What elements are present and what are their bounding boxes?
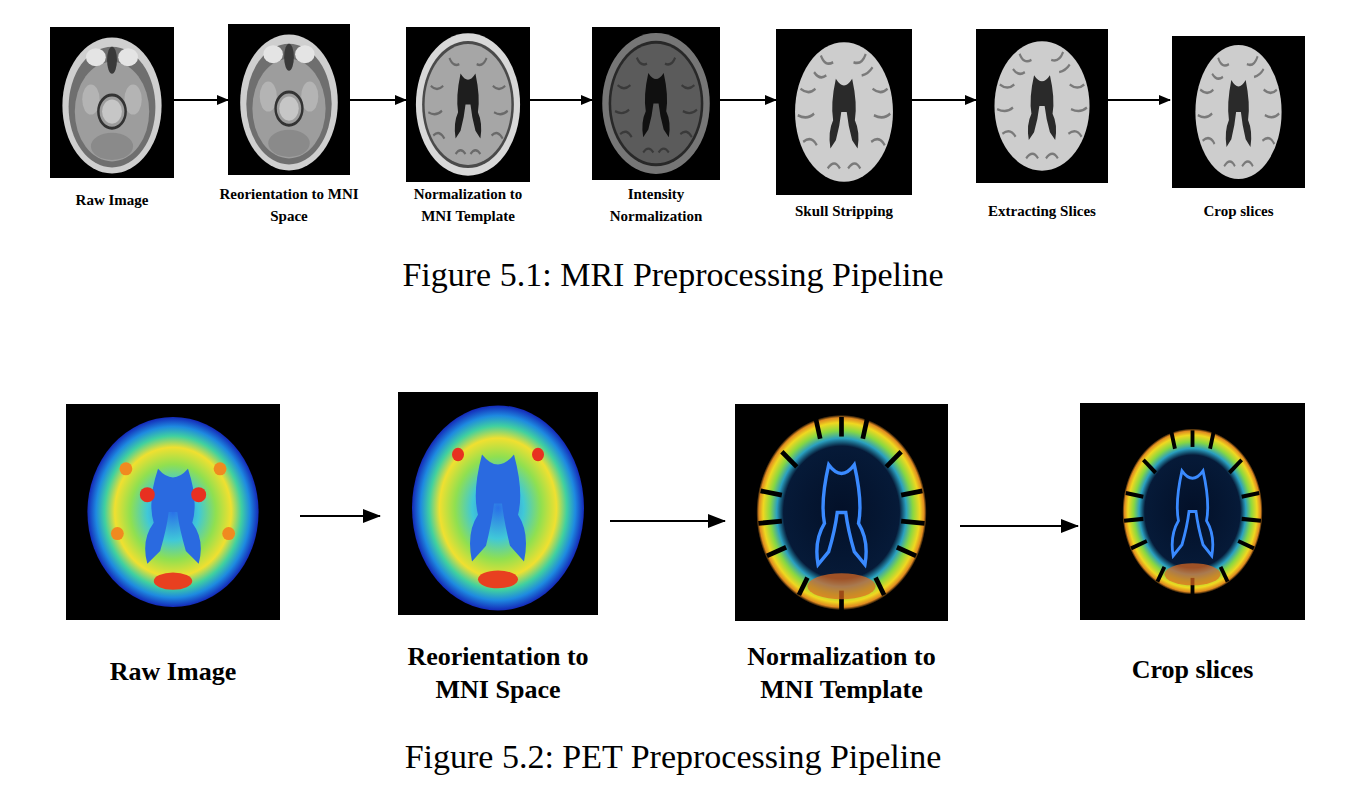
pet-normalized-image [735, 404, 948, 621]
pipeline-arrow [300, 515, 380, 517]
pipeline-step: Raw Image [50, 27, 174, 178]
step-label: Crop slices [1159, 200, 1319, 222]
pipeline-step: Reorientation to MNI Space [398, 392, 598, 615]
pipeline-arrow [1108, 99, 1170, 101]
pipeline-step: Intensity Normalization [592, 27, 720, 180]
mri-cropped-image [1172, 32, 1305, 192]
pet-reoriented-image [398, 392, 598, 615]
pet-cropped-image [1080, 403, 1305, 620]
pipeline-step: Skull Stripping [776, 29, 912, 195]
mri-intensity-image [592, 27, 720, 180]
pipeline-arrow [610, 520, 725, 522]
step-label: Raw Image [53, 655, 293, 688]
pipeline-arrow [912, 99, 976, 101]
pipeline-step: Extracting Slices [976, 29, 1108, 183]
mri-slice-image [976, 29, 1108, 183]
pipeline-step: Crop slices [1080, 403, 1305, 620]
step-label: Normalization to MNI Template [722, 640, 962, 706]
pipeline-step: Crop slices [1172, 36, 1305, 188]
step-label: Skull Stripping [764, 200, 924, 222]
pipeline-arrow [350, 99, 406, 101]
figure-caption: Figure 5.1: MRI Preprocessing Pipeline [0, 255, 1346, 295]
mri-reoriented-image [228, 24, 350, 175]
mri-skull-stripped-image [776, 29, 912, 195]
step-label: Raw Image [32, 189, 192, 211]
pipeline-step: Normalization to MNI Template [406, 27, 530, 182]
pipeline-arrow [960, 525, 1078, 527]
step-label: Intensity Normalization [596, 183, 716, 227]
pipeline-step: Normalization to MNI Template [735, 404, 948, 621]
pipeline-arrow [174, 99, 228, 101]
pipeline-step: Raw Image [66, 404, 280, 620]
mri-raw-image [50, 27, 174, 178]
step-label: Crop slices [1073, 653, 1313, 686]
figure-caption: Figure 5.2: PET Preprocessing Pipeline [0, 737, 1346, 777]
pipeline-step: Reorientation to MNI Space [228, 24, 350, 175]
pipeline-arrow [720, 99, 776, 101]
mri-normalized-image [406, 27, 530, 182]
step-label: Extracting Slices [962, 200, 1122, 222]
step-label: Normalization to MNI Template [398, 183, 538, 227]
pipeline-arrow [530, 99, 592, 101]
step-label: Reorientation to MNI Space [378, 640, 618, 706]
pet-raw-image [66, 404, 280, 620]
step-label: Reorientation to MNI Space [219, 183, 359, 227]
